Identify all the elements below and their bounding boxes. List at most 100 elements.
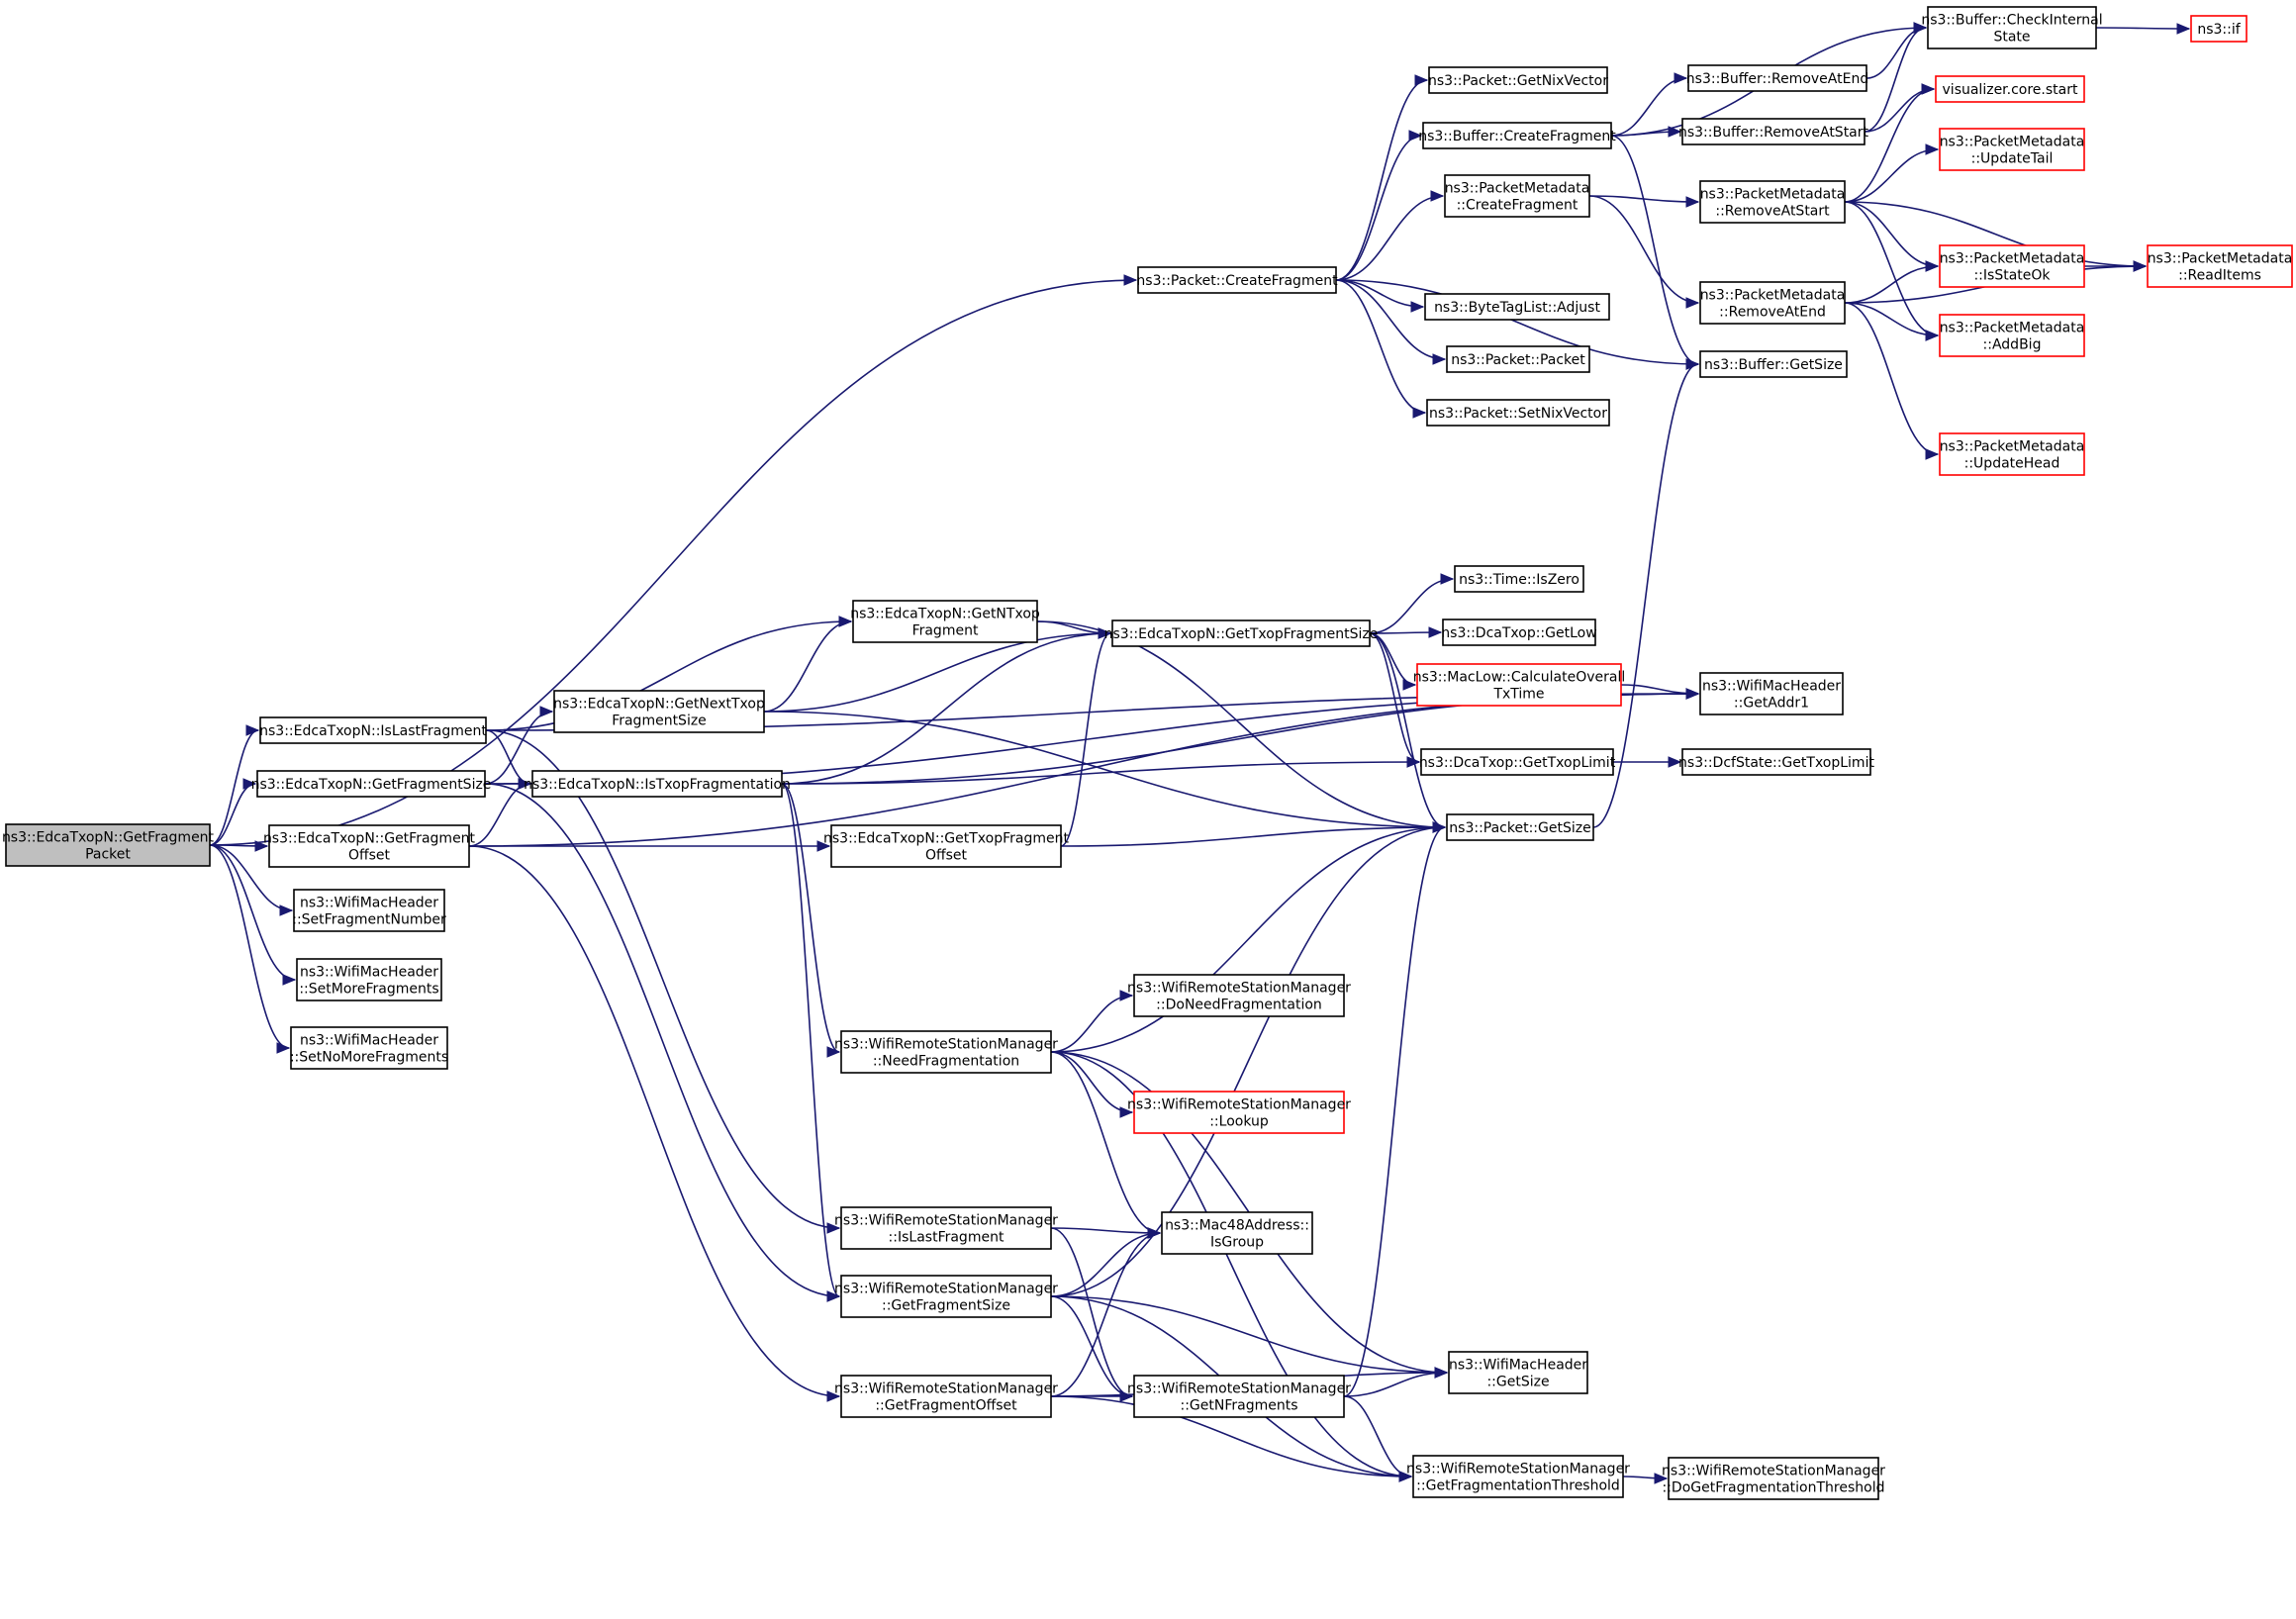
node-mac-is-group[interactable]: ns3::Mac48Address::IsGroup bbox=[1161, 1211, 1313, 1255]
edge-line bbox=[1335, 135, 1422, 281]
edge-line bbox=[209, 844, 296, 981]
edge-pm-remove-end-to-pm-update-head bbox=[1844, 302, 1940, 460]
node-dca-get-low[interactable]: ns3::DcaTxop::GetLow bbox=[1441, 619, 1597, 646]
node-label-line: State bbox=[1993, 30, 2030, 46]
node-pkt-get-size[interactable]: ns3::Packet::GetSize bbox=[1446, 813, 1594, 841]
node-get-frag-size[interactable]: ns3::EdcaTxopN::GetFragmentSize bbox=[251, 770, 492, 798]
node-label-line: ns3::PacketMetadata bbox=[2148, 251, 2293, 267]
node-ns-if[interactable]: ns3::if bbox=[2190, 15, 2248, 43]
node-label-line: ns3::EdcaTxopN::GetNTxop bbox=[850, 607, 1040, 622]
edge-arrowhead bbox=[1440, 573, 1455, 585]
node-buf-create-frag[interactable]: ns3::Buffer::CreateFragment bbox=[1418, 122, 1616, 149]
edge-arrowhead bbox=[242, 778, 257, 790]
node-time-is-zero[interactable]: ns3::Time::IsZero bbox=[1454, 565, 1584, 593]
node-wmh-get-size[interactable]: ns3::WifiMacHeader::GetSize bbox=[1448, 1351, 1588, 1394]
edge-line bbox=[1050, 1395, 1412, 1477]
node-wrsm-get-frag-size[interactable]: ns3::WifiRemoteStationManager::GetFragme… bbox=[834, 1275, 1058, 1318]
node-is-last-frag[interactable]: ns3::EdcaTxopN::IsLastFragment bbox=[259, 716, 487, 744]
edge-line bbox=[1343, 1395, 1412, 1477]
node-pkt-get-nix[interactable]: ns3::Packet::GetNixVector bbox=[1428, 66, 1608, 94]
node-box bbox=[1111, 619, 1371, 647]
edge-line bbox=[781, 783, 840, 1053]
node-btl-adjust[interactable]: ns3::ByteTagList::Adjust bbox=[1424, 293, 1610, 321]
node-label-line: ::SetFragmentNumber bbox=[292, 912, 446, 928]
node-pm-create-frag[interactable]: ns3::PacketMetadata::CreateFragment bbox=[1444, 174, 1590, 218]
edge-arrowhead bbox=[1147, 1227, 1162, 1239]
node-box bbox=[296, 958, 442, 1001]
edge-buf-create-frag-to-buf-remove-start bbox=[1610, 126, 1682, 138]
edge-root-to-get-frag-size bbox=[209, 778, 257, 846]
edge-buf-check-to-ns-if bbox=[2095, 23, 2191, 35]
edge-get-txop-frag-size-to-dca-get-txop-limit bbox=[1369, 632, 1421, 768]
node-label-line: ns3::EdcaTxopN::IsLastFragment bbox=[259, 723, 487, 739]
node-buf-get-size[interactable]: ns3::Buffer::GetSize bbox=[1699, 350, 1848, 378]
edge-dca-get-txop-limit-to-dcf-get-txop bbox=[1613, 756, 1682, 768]
node-pm-remove-end[interactable]: ns3::PacketMetadata::RemoveAtEnd bbox=[1699, 281, 1846, 325]
node-wrsm-is-last[interactable]: ns3::WifiRemoteStationManager::IsLastFra… bbox=[834, 1206, 1058, 1250]
node-set-more-frag[interactable]: ns3::WifiMacHeader::SetMoreFragments bbox=[296, 958, 442, 1001]
node-pm-remove-start[interactable]: ns3::PacketMetadata::RemoveAtStart bbox=[1699, 180, 1846, 224]
node-get-frag-offset[interactable]: ns3::EdcaTxopN::GetFragmentOffset bbox=[263, 824, 476, 868]
node-box bbox=[1668, 1457, 1879, 1500]
edge-arrowhead bbox=[1668, 756, 1682, 768]
edge-mac-low-calc-to-wmh-get-addr1 bbox=[1620, 684, 1700, 700]
node-pm-add-big[interactable]: ns3::PacketMetadata::AddBig bbox=[1939, 314, 2085, 357]
node-buf-remove-end[interactable]: ns3::Buffer::RemoveAtEnd bbox=[1686, 64, 1868, 92]
node-label-line: Packet bbox=[85, 847, 131, 863]
node-pm-read-items[interactable]: ns3::PacketMetadata::ReadItems bbox=[2147, 244, 2293, 288]
node-label-line: ns3::PacketMetadata bbox=[1940, 321, 2085, 336]
node-label-line: ::GetFragmentationThreshold bbox=[1416, 1478, 1620, 1494]
edge-arrowhead bbox=[1921, 83, 1936, 95]
node-get-txop-frag-size[interactable]: ns3::EdcaTxopN::GetTxopFragmentSize bbox=[1104, 619, 1379, 647]
node-wrsm-get-frag-off[interactable]: ns3::WifiRemoteStationManager::GetFragme… bbox=[834, 1375, 1058, 1418]
edge-arrowhead bbox=[1685, 297, 1700, 309]
edge-pm-remove-start-to-pm-is-state-ok bbox=[1844, 201, 1940, 272]
node-pkt-packet[interactable]: ns3::Packet::Packet bbox=[1446, 345, 1590, 373]
node-pkt-create-frag[interactable]: ns3::Packet::CreateFragment bbox=[1136, 266, 1338, 294]
edge-line bbox=[1050, 1232, 1161, 1297]
edge-get-txop-frag-size-to-dca-get-low bbox=[1369, 626, 1443, 638]
node-set-frag-num[interactable]: ns3::WifiMacHeader::SetFragmentNumber bbox=[292, 889, 446, 932]
node-wrsm-lookup[interactable]: ns3::WifiRemoteStationManager::Lookup bbox=[1127, 1091, 1351, 1134]
node-pm-is-state-ok[interactable]: ns3::PacketMetadata::IsStateOk bbox=[1939, 244, 2085, 288]
node-wrsm-do-need[interactable]: ns3::WifiRemoteStationManager::DoNeedFra… bbox=[1127, 974, 1351, 1017]
edge-arrowhead bbox=[1119, 1106, 1134, 1118]
node-buf-remove-start[interactable]: ns3::Buffer::RemoveAtStart bbox=[1678, 118, 1869, 145]
edge-arrowhead bbox=[1432, 353, 1447, 365]
node-box bbox=[1699, 180, 1846, 224]
node-wrsm-do-get-thr[interactable]: ns3::WifiRemoteStationManager::DoGetFrag… bbox=[1662, 1457, 1885, 1500]
node-wrsm-need-frag[interactable]: ns3::WifiRemoteStationManager::NeedFragm… bbox=[834, 1030, 1058, 1074]
node-label-line: ::DoGetFragmentationThreshold bbox=[1663, 1480, 1885, 1496]
node-viz-start[interactable]: visualizer.core.start bbox=[1935, 75, 2085, 103]
node-pkt-set-nix[interactable]: ns3::Packet::SetNixVector bbox=[1426, 399, 1610, 427]
edge-arrowhead bbox=[1925, 330, 1940, 341]
node-label-line: ns3::EdcaTxopN::GetNextTxop bbox=[553, 697, 765, 713]
node-label-line: ns3::PacketMetadata bbox=[1940, 135, 2085, 150]
edge-line bbox=[2095, 27, 2190, 30]
edge-arrowhead bbox=[1402, 679, 1417, 691]
edge-root-to-set-more-frag bbox=[209, 844, 297, 986]
node-dcf-get-txop[interactable]: ns3::DcfState::GetTxopLimit bbox=[1678, 748, 1874, 776]
node-box bbox=[1133, 1091, 1345, 1134]
node-wrsm-get-frag-thr[interactable]: ns3::WifiRemoteStationManager::GetFragme… bbox=[1406, 1455, 1630, 1498]
node-pm-update-tail[interactable]: ns3::PacketMetadata::UpdateTail bbox=[1939, 128, 2085, 171]
node-set-no-more-frag[interactable]: ns3::WifiMacHeader::SetNoMoreFragments bbox=[290, 1026, 448, 1070]
edge-arrowhead bbox=[826, 1390, 841, 1402]
node-is-txop-frag[interactable]: ns3::EdcaTxopN::IsTxopFragmentation bbox=[524, 770, 791, 798]
edge-get-txop-frag-size-to-time-is-zero bbox=[1369, 573, 1455, 634]
node-label-line: ns3::EdcaTxopN::GetTxopFragment bbox=[823, 831, 1069, 847]
edge-arrowhead bbox=[1925, 143, 1940, 155]
node-box bbox=[852, 600, 1038, 643]
node-box bbox=[1699, 672, 1844, 715]
node-wrsm-get-nfrag[interactable]: ns3::WifiRemoteStationManager::GetNFragm… bbox=[1127, 1375, 1351, 1418]
node-box bbox=[1939, 432, 2085, 476]
node-dca-get-txop-limit[interactable]: ns3::DcaTxop::GetTxopLimit bbox=[1419, 748, 1616, 776]
node-wmh-get-addr1[interactable]: ns3::WifiMacHeader::GetAddr1 bbox=[1699, 672, 1844, 715]
node-pm-update-head[interactable]: ns3::PacketMetadata::UpdateHead bbox=[1939, 432, 2085, 476]
